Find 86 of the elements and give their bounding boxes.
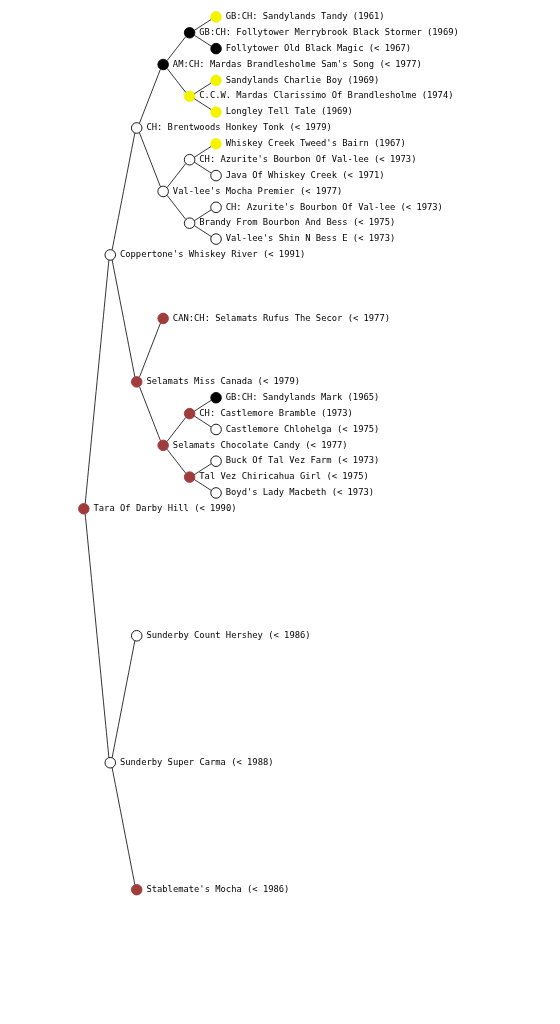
connector	[138, 386, 161, 441]
node-label: Sandylands Charlie Boy (1969)	[225, 74, 379, 85]
node-label: AM:CH: Mardas Brandlesholme Sam's Song (< 1977)	[172, 58, 422, 69]
node-circle	[183, 154, 195, 166]
node-circle	[156, 312, 169, 325]
node-circle	[104, 249, 116, 261]
node-circle	[209, 423, 222, 436]
node-label: CAN:CH: Selamats Rufus The Secor (< 1977)	[172, 312, 390, 323]
node-circle	[130, 122, 142, 134]
connector	[166, 36, 186, 61]
node-label: Stablemate's Mocha (< 1986)	[145, 883, 289, 894]
node-circle	[209, 392, 222, 404]
node-circle	[130, 376, 142, 388]
node-label: CH: Azurite's Bourbon Of Val-lee (< 1973)	[225, 201, 443, 212]
connector	[193, 146, 211, 158]
connector	[193, 399, 211, 412]
node-circle	[209, 11, 222, 23]
connector	[193, 19, 211, 31]
node-circle	[156, 185, 169, 198]
node-label: CH: Brentwoods Honkey Tonk (< 1979)	[145, 122, 332, 133]
node-label: Selamats Miss Canada (< 1979)	[145, 376, 300, 387]
node-label: Tara Of Darby Hill (< 1990)	[93, 503, 237, 514]
node-circle	[130, 630, 142, 642]
connector	[138, 322, 161, 378]
node-label: C.C.W. Mardas Clarissimo Of Brandlesholme (1974)	[198, 90, 454, 101]
node-label: CH: Castlemore Bramble (1973)	[198, 407, 353, 418]
node-circle	[77, 503, 90, 515]
node-label: GB:CH: Follytower Merrybrook Black Stormer (1969)	[198, 26, 459, 37]
node-circle	[209, 233, 222, 245]
node-circle	[183, 90, 195, 102]
node-circle	[130, 883, 142, 896]
node-label: Java Of Whiskey Creek (< 1971)	[225, 169, 385, 180]
connector	[193, 479, 211, 491]
node-label: Val-lee's Mocha Premier (< 1977)	[172, 185, 342, 196]
connector	[193, 34, 211, 47]
connector	[193, 415, 211, 428]
connector	[84, 259, 109, 504]
node-circle	[183, 217, 195, 229]
node-circle	[209, 455, 222, 467]
node-circle	[209, 74, 222, 87]
node-label: CH: Azurite's Bourbon Of Val-lee (< 1973)	[198, 153, 416, 164]
node-circle	[209, 487, 222, 499]
connector	[138, 68, 161, 124]
node-label: Follytower Old Black Magic (< 1967)	[225, 42, 411, 53]
node-circle	[183, 471, 195, 483]
node-circle	[156, 439, 169, 452]
node-label: Tal Vez Chiricahua Girl (< 1975)	[198, 471, 369, 482]
node-label: Buck Of Tal Vez Farm (< 1973)	[225, 455, 379, 466]
connector	[193, 82, 211, 95]
node-circle	[209, 42, 222, 55]
node-label: Castlemore Chlohelga (< 1975)	[225, 423, 379, 434]
connector	[193, 463, 211, 475]
node-circle	[156, 58, 169, 71]
connector	[138, 132, 161, 188]
connector	[193, 161, 211, 174]
connector	[111, 259, 135, 378]
connector	[111, 767, 135, 885]
node-circle	[183, 27, 195, 39]
node-circle	[209, 106, 222, 118]
node-label: Sunderby Count Hershey (< 1986)	[145, 629, 311, 640]
node-label: Longley Tell Tale (1969)	[225, 106, 353, 117]
node-label: Whiskey Creek Tweed's Bairn (1967)	[225, 138, 406, 149]
node-circle	[209, 138, 222, 150]
node-label: Coppertone's Whiskey River (< 1991)	[119, 249, 305, 260]
node-label: GB:CH: Sandylands Tandy (1961)	[225, 11, 385, 22]
connector	[166, 194, 186, 220]
node-circle	[209, 169, 222, 182]
connector	[166, 68, 186, 93]
connector	[193, 98, 211, 110]
connector	[84, 513, 109, 758]
connector	[111, 640, 135, 758]
connector	[193, 209, 211, 222]
connector	[166, 417, 186, 442]
node-circle	[209, 201, 222, 214]
node-circle	[104, 757, 116, 769]
connector	[111, 132, 135, 251]
node-label: Selamats Chocolate Candy (< 1977)	[172, 439, 348, 450]
node-label: GB:CH: Sandylands Mark (1965)	[225, 391, 379, 402]
node-circle	[183, 407, 195, 420]
node-label: Val-lee's Shin N Bess E (< 1973)	[225, 233, 395, 244]
connector	[193, 225, 211, 237]
node-label: Sunderby Super Carma (< 1988)	[119, 756, 274, 767]
node-label: Brandy From Bourbon And Bess (< 1975)	[198, 217, 395, 228]
connector	[166, 448, 186, 474]
connector	[166, 163, 186, 188]
node-label: Boyd's Lady Macbeth (< 1973)	[225, 487, 374, 498]
